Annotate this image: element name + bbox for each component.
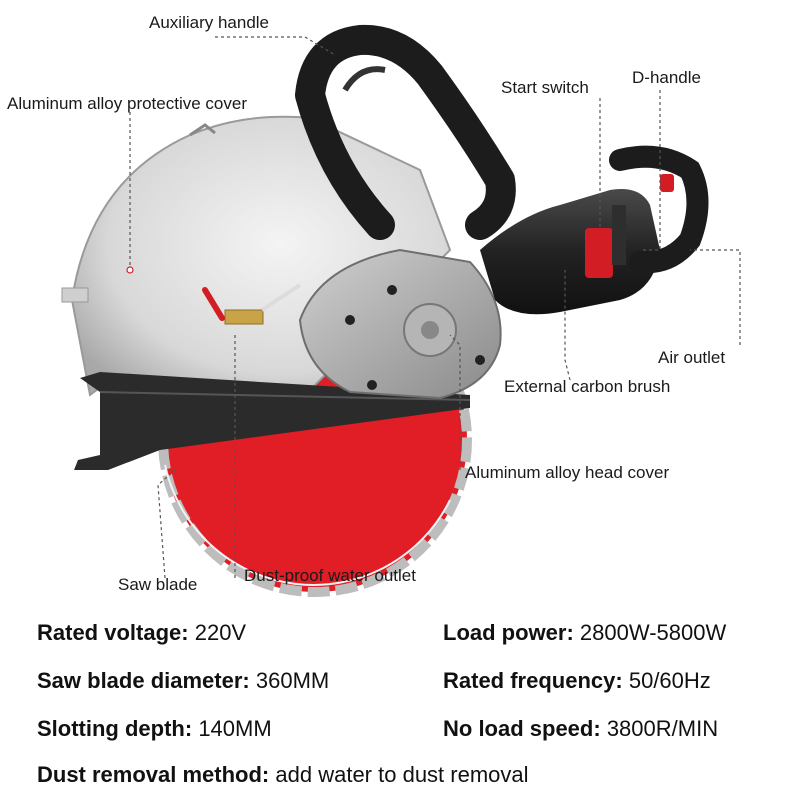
d-handle [609, 145, 709, 274]
spec-load-power: Load power: 2800W-5800W [443, 622, 726, 644]
spec-label: Slotting depth: [37, 716, 193, 741]
wall-chaser-illustration [61, 24, 741, 597]
motor-body [480, 189, 660, 315]
spec-dust-removal: Dust removal method: add water to dust r… [37, 764, 529, 786]
spec-value: 2800W-5800W [579, 620, 727, 645]
spec-no-load-speed: No load speed: 3800R/MIN [443, 718, 718, 740]
d-handle-label: D-handle [632, 68, 701, 87]
spec-label: Load power: [443, 620, 574, 645]
spec-label: Dust removal method: [37, 762, 270, 787]
leader-lines [126, 36, 741, 579]
water-outlet-label: Dust-proof water outlet [244, 566, 416, 585]
spec-slotting-depth: Slotting depth: 140MM [37, 718, 272, 740]
spec-value: 3800R/MIN [606, 716, 719, 741]
start-switch-label: Start switch [501, 78, 589, 97]
spec-value: 220V [194, 620, 247, 645]
carbon-brush-label: External carbon brush [504, 377, 671, 396]
head-cover-label: Aluminum alloy head cover [465, 463, 670, 482]
spec-value: 50/60Hz [628, 668, 711, 693]
spec-label: Rated frequency: [443, 668, 623, 693]
spec-label: No load speed: [443, 716, 601, 741]
spec-blade-diameter: Saw blade diameter: 360MM [37, 670, 329, 692]
auxiliary-handle-label: Auxiliary handle [149, 13, 270, 32]
base-plate [74, 372, 471, 470]
spec-value: add water to dust removal [275, 762, 529, 787]
head-cover [298, 248, 502, 400]
auxiliary-handle [295, 24, 516, 240]
spec-rated-voltage: Rated voltage: 220V [37, 622, 246, 644]
spec-label: Rated voltage: [37, 620, 189, 645]
spec-label: Saw blade diameter: [37, 668, 250, 693]
spec-value: 360MM [255, 668, 330, 693]
protective-cover-label: Aluminum alloy protective cover [7, 94, 247, 113]
saw-blade-label: Saw blade [118, 575, 198, 594]
air-outlet-label: Air outlet [658, 348, 726, 367]
spec-value: 140MM [198, 716, 272, 741]
water-valve [202, 283, 302, 325]
spec-rated-frequency: Rated frequency: 50/60Hz [443, 670, 711, 692]
